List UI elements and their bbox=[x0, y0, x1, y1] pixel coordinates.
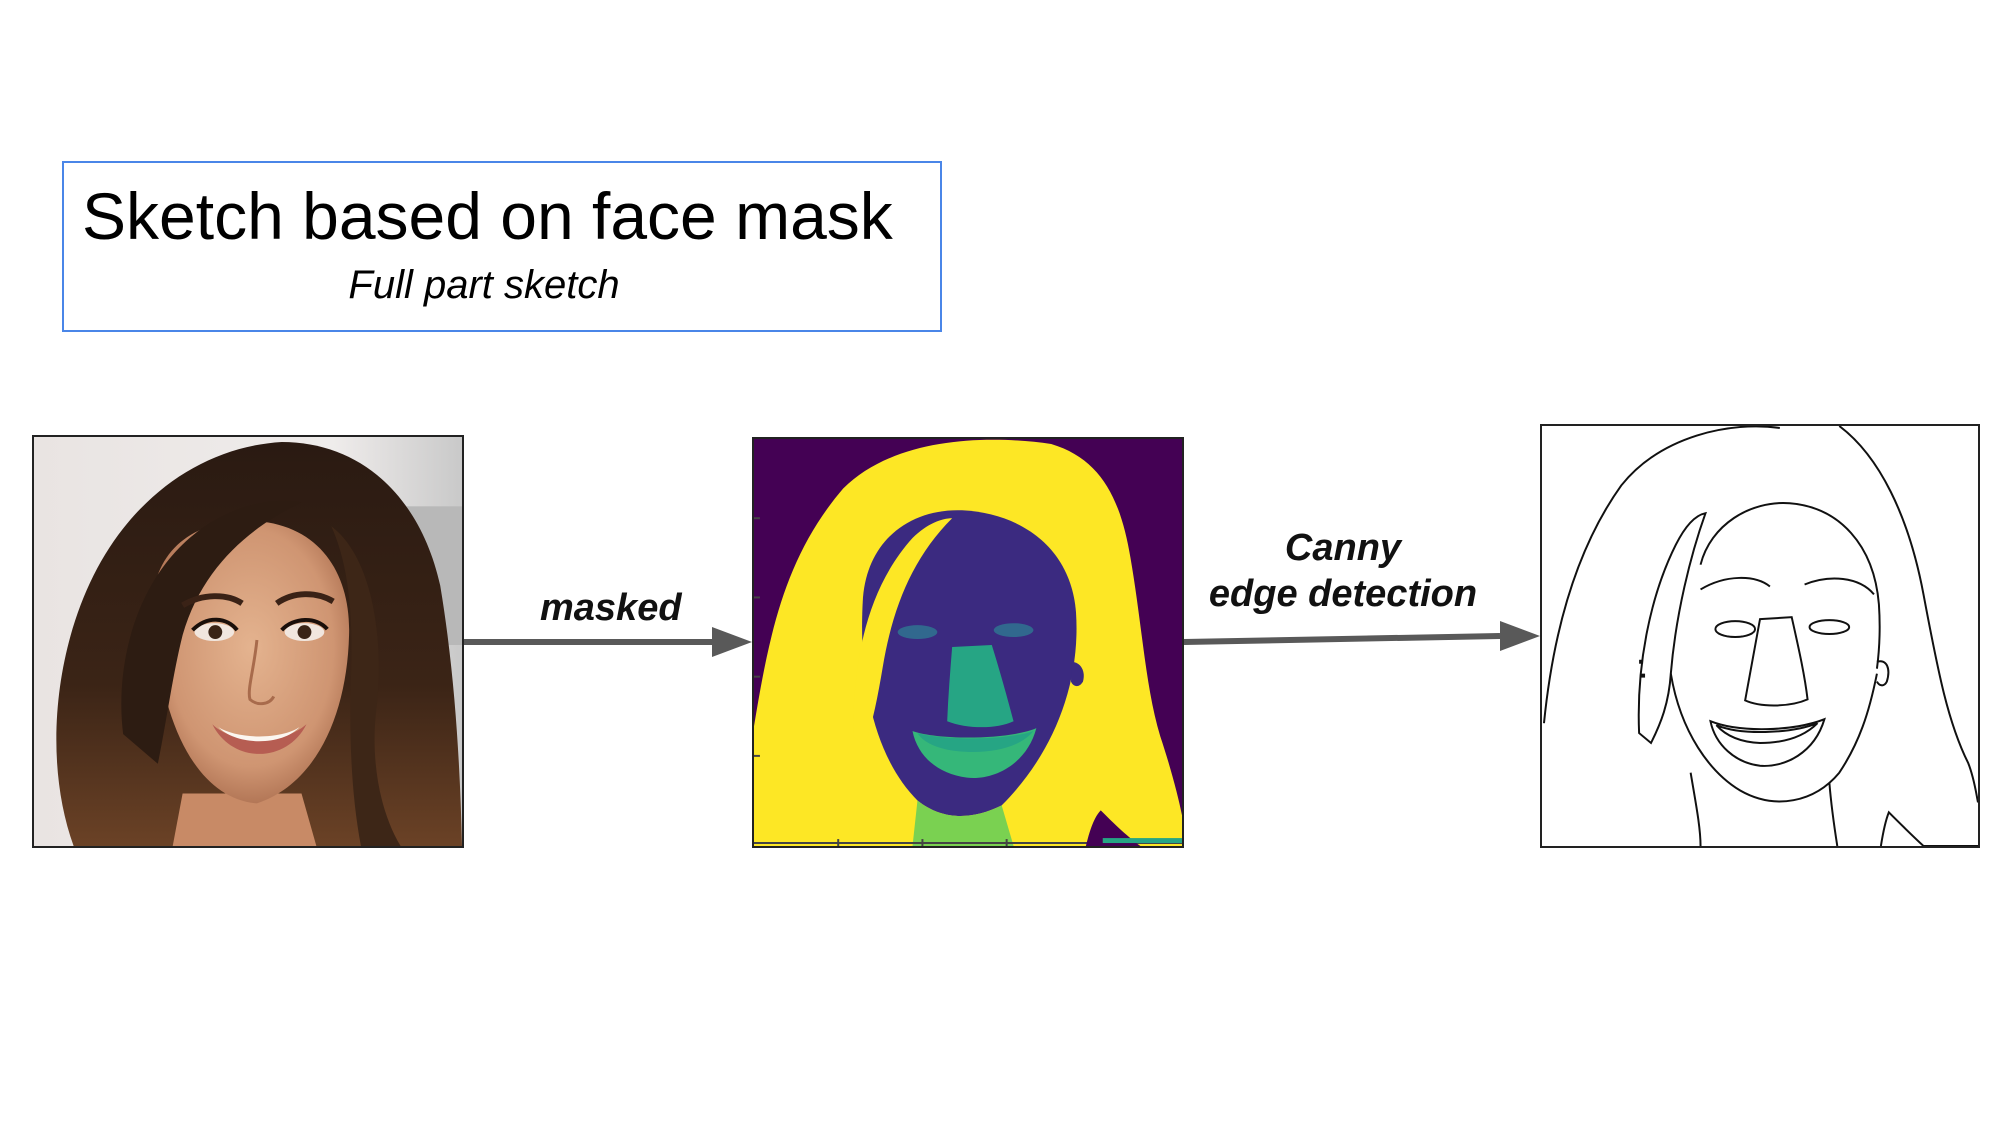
arrow-canny-head bbox=[1500, 621, 1540, 651]
face-photo bbox=[32, 435, 464, 848]
face-mask-segmentation bbox=[752, 437, 1184, 848]
mask-hair-sweep bbox=[853, 518, 953, 746]
mask-right-eye bbox=[993, 623, 1034, 638]
mask-nose bbox=[947, 644, 1014, 728]
arrow-label-canny-line1: Canny bbox=[1284, 527, 1402, 569]
face-photo-illustration bbox=[34, 437, 462, 846]
canny-edge-sketch bbox=[1540, 424, 1980, 848]
arrow-label-canny-line2: edge detection bbox=[1208, 572, 1478, 615]
mask-neck bbox=[912, 800, 1014, 846]
arrow-masked-head bbox=[712, 627, 752, 657]
face-mask-illustration bbox=[754, 439, 1182, 846]
canny-edge-illustration bbox=[1542, 426, 1978, 846]
arrow-label-masked: masked bbox=[540, 587, 682, 629]
mask-left-eye bbox=[897, 625, 938, 640]
diagram-title: Sketch based on face mask bbox=[82, 179, 893, 253]
arrow-canny bbox=[1183, 621, 1540, 651]
diagram-subtitle: Full part sketch bbox=[348, 263, 620, 307]
title-box: Sketch based on face mask Full part sket… bbox=[62, 161, 942, 332]
arrow-label-canny: Canny edge detection bbox=[1193, 526, 1493, 617]
